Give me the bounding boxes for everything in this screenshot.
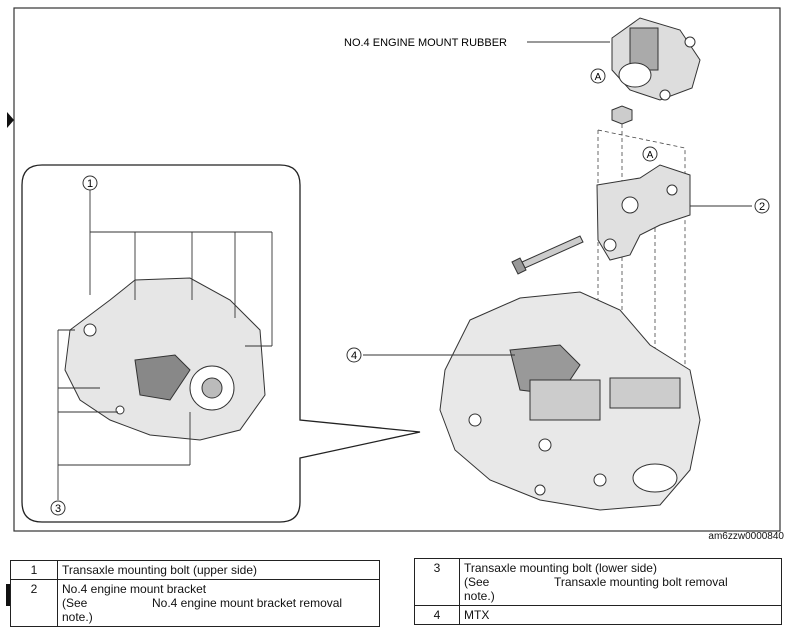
balloon-2: 2	[754, 198, 770, 214]
callout-2: 2	[759, 201, 765, 213]
balloon-4: 4	[346, 347, 362, 363]
legend-num: 4	[414, 605, 460, 625]
legend-table-right: 3 Transaxle mounting bolt (lower side) (…	[414, 558, 782, 625]
legend-num: 1	[10, 560, 58, 580]
inset-transaxle	[64, 277, 266, 441]
legend-cell: Transaxle mounting bolt (lower side) (Se…	[459, 558, 782, 606]
note-label: note.)	[62, 610, 93, 624]
legend-table-left: 1 Transaxle mounting bolt (upper side) 2…	[10, 560, 380, 627]
balloon-3: 3	[50, 500, 66, 516]
page-marker	[7, 112, 14, 128]
long-bolt	[511, 235, 584, 275]
legend-row-1: 1 Transaxle mounting bolt (upper side)	[10, 560, 380, 580]
legend-num: 2	[10, 579, 58, 627]
inset-leaders-3	[57, 329, 191, 500]
engine-mount-rubber-label: NO.4 ENGINE MOUNT RUBBER	[344, 37, 507, 49]
image-code: am6zzw0000840	[708, 531, 784, 542]
legend-row-3: 3 Transaxle mounting bolt (lower side) (…	[414, 558, 782, 606]
legend-row-4: 4 MTX	[414, 605, 782, 625]
callout-4: 4	[351, 350, 357, 362]
main-transaxle	[439, 291, 701, 511]
see-label: (See	[464, 575, 490, 589]
engine-mount-rubber	[611, 17, 701, 101]
svg-text:A: A	[595, 72, 602, 83]
balloon-1: 1	[82, 175, 98, 191]
point-a-mid: A	[642, 146, 658, 162]
point-a-top: A	[590, 68, 606, 84]
legend-text: Transaxle mounting bolt (lower side)	[464, 561, 657, 575]
page-marker-bottom	[6, 584, 10, 606]
note-label: note.)	[464, 589, 495, 603]
mount-nut	[611, 105, 633, 125]
callout-3: 3	[55, 503, 61, 515]
callout-1: 1	[87, 178, 93, 190]
figure-border	[13, 7, 781, 532]
svg-text:A: A	[647, 150, 654, 161]
legend-num: 3	[414, 558, 460, 606]
legend-cell: No.4 engine mount bracket (See No.4 engin…	[57, 579, 380, 627]
legend-text: MTX	[459, 605, 782, 625]
inset-leaders-1	[89, 190, 273, 347]
engine-mount-bracket	[596, 164, 691, 261]
see-label: (See	[62, 596, 88, 610]
legend-text: No.4 engine mount bracket	[62, 582, 207, 596]
legend-text: Transaxle mounting bolt (upper side)	[57, 560, 380, 580]
reference-link[interactable]: No.4 engine mount bracket removal	[152, 596, 343, 610]
exploded-view-diagram: 1 3 NO.4 ENGINE MOUNT RUBBER A A	[7, 7, 781, 532]
reference-link[interactable]: Transaxle mounting bolt removal	[554, 575, 728, 589]
